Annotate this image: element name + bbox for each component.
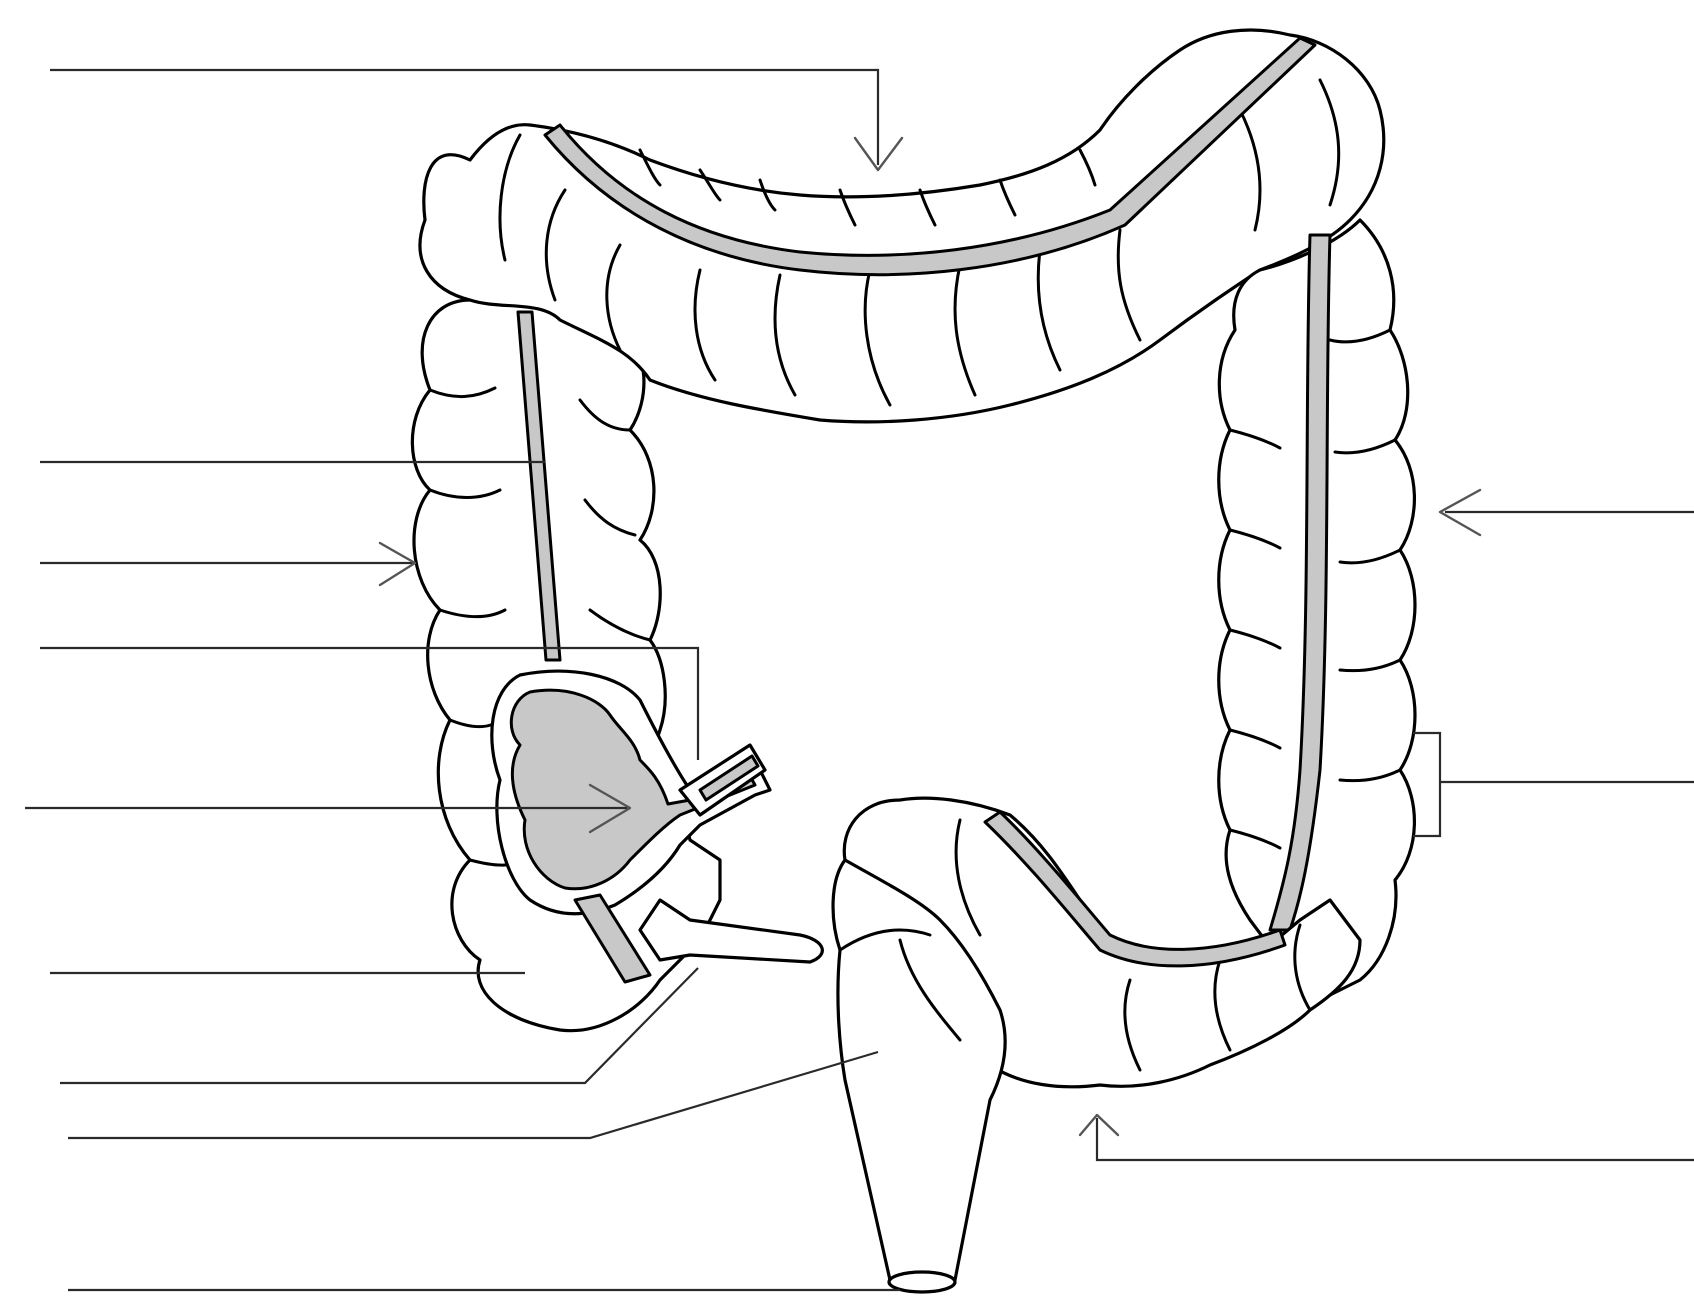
descending-colon xyxy=(1219,220,1415,1000)
